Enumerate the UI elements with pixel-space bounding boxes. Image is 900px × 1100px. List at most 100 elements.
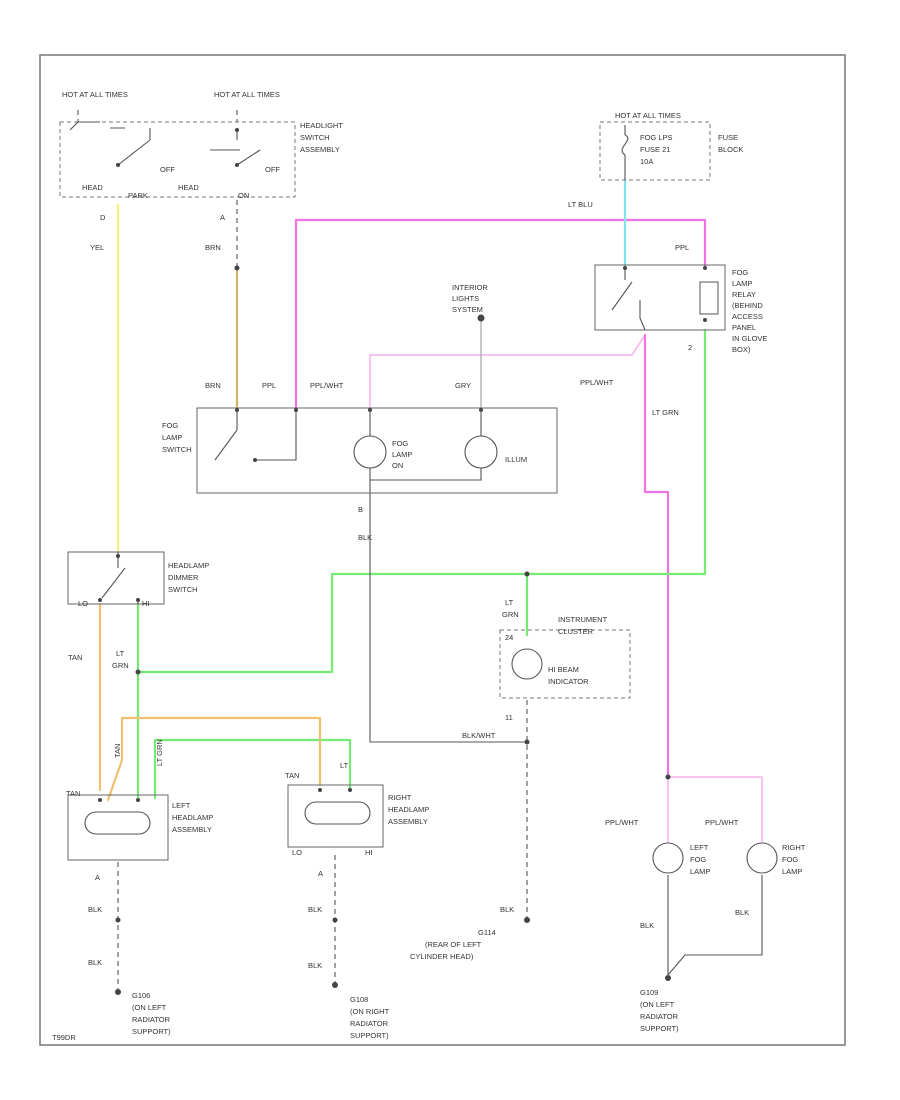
- node-blk-g106: [115, 917, 121, 923]
- fuse-block-line-1: FUSE: [718, 133, 738, 142]
- relay-box: [594, 264, 726, 331]
- tan-vertical: TAN: [113, 744, 122, 758]
- left-hl-node-2: [136, 798, 140, 802]
- right-hl-node-1: [318, 788, 322, 792]
- g109-line-4: SUPPORT): [640, 1024, 679, 1033]
- g106-line-1: G106: [132, 991, 150, 1000]
- fog-on-line-2: LAMP: [392, 450, 412, 459]
- cluster-box: [499, 629, 631, 699]
- fog-sw-line-1: FOG: [162, 421, 178, 430]
- head-label-1: HEAD: [82, 183, 103, 192]
- footer-code: T99DR: [52, 1033, 76, 1042]
- headlight-sw-line-2: SWITCH: [300, 133, 330, 142]
- pin-a-3: A: [318, 869, 323, 878]
- fuse-line-1: FOG LPS: [640, 133, 673, 142]
- headlight-sw-node-1: [116, 163, 120, 167]
- node-g106: [115, 989, 121, 995]
- right-headlamp-bulb: [304, 801, 371, 825]
- wire-label-ppl-wht-1: PPL/WHT: [580, 378, 614, 387]
- node-g108: [332, 982, 338, 988]
- left-fog-line-1: LEFT: [690, 843, 709, 852]
- interior-lights-node: [477, 314, 485, 322]
- wire-ppl-wht-fog: [667, 776, 763, 843]
- g114-line-1: G114: [478, 928, 496, 937]
- dimmer-contacts: [101, 552, 139, 604]
- wire-label-tan-3: TAN: [285, 771, 299, 780]
- fog-switch-box: [196, 407, 558, 494]
- fog-sw-node-5: [253, 458, 257, 462]
- g109-line-3: RADIATOR: [640, 1012, 679, 1021]
- g106-line-4: SUPPORT): [132, 1027, 171, 1036]
- left-headlamp-box: [67, 794, 169, 861]
- wire-label-lt-blu: LT BLU: [568, 200, 593, 209]
- right-hl-line-2: HEADLAMP: [388, 805, 429, 814]
- hi-beam-indicator: [511, 648, 543, 680]
- dimmer-line-1: HEADLAMP: [168, 561, 209, 570]
- fog-sw-node-2: [294, 408, 298, 412]
- interior-line-3: SYSTEM: [452, 305, 483, 314]
- wire-lt-grn-hl: [153, 738, 352, 800]
- fuse-symbol: [621, 125, 629, 180]
- wire-label-ppl-mid: PPL: [262, 381, 276, 390]
- relay-line-1: FOG: [732, 268, 748, 277]
- hot-label-3: HOT AT ALL TIMES: [615, 111, 681, 120]
- lt-grn-2-line-1: LT: [505, 598, 514, 607]
- headlight-switch-assembly: HOT AT ALL TIMES HOT AT ALL TIMES HEADLI…: [59, 90, 343, 271]
- wire-label-ppl-wht-3: PPL/WHT: [605, 818, 639, 827]
- fog-lamp-on-indicator: [353, 435, 387, 469]
- left-headlamp-bulb: [84, 811, 151, 835]
- fog-on-line-1: FOG: [392, 439, 408, 448]
- pin-a-2: A: [95, 873, 100, 882]
- on-label: ON: [238, 191, 249, 200]
- right-hl-node-2: [348, 788, 352, 792]
- headlight-sw-node-2: [235, 163, 239, 167]
- right-hl-hi: HI: [365, 848, 373, 857]
- pin-d: D: [100, 213, 106, 222]
- headlight-sw-line-3: ASSEMBLY: [300, 145, 340, 154]
- wire-label-brn-top: BRN: [205, 243, 221, 252]
- headlight-sw-node-3: [235, 128, 239, 132]
- relay-line-4: (BEHIND: [732, 301, 763, 310]
- left-fog-lamp: [652, 842, 684, 874]
- relay-node-1: [623, 266, 627, 270]
- fuse-line-2: FUSE 21: [640, 145, 670, 154]
- wire-ppl: [294, 218, 707, 410]
- relay-contacts: [611, 268, 646, 331]
- wire-blk-g109: [667, 875, 763, 976]
- hot-label-1: HOT AT ALL TIMES: [62, 90, 128, 99]
- right-fog-line-2: FOG: [782, 855, 798, 864]
- g109-line-2: (ON LEFT: [640, 1000, 675, 1009]
- off-label-1: OFF: [160, 165, 175, 174]
- interior-line-1: INTERIOR: [452, 283, 488, 292]
- g108-line-2: (ON RIGHT: [350, 1007, 390, 1016]
- fog-on-indicator-leads: [369, 410, 482, 492]
- right-hl-line-3: ASSEMBLY: [388, 817, 428, 826]
- relay-line-8: BOX): [732, 345, 751, 354]
- dimmer-node-1: [116, 554, 120, 558]
- wire-label-tan-2: TAN: [66, 789, 80, 798]
- relay-line-7: IN GLOVE: [732, 334, 767, 343]
- wire-hot-feed: [77, 110, 238, 268]
- wire-ppl-wht: [369, 334, 646, 409]
- relay-line-2: LAMP: [732, 279, 752, 288]
- node-brn: [234, 265, 240, 271]
- relay-line-3: RELAY: [732, 290, 756, 299]
- right-fog-line-3: LAMP: [782, 867, 802, 876]
- instrument-cluster: LT GRN 24 INSTRUMENT CLUSTER HI BEAM IND…: [410, 598, 631, 961]
- head-label-2: HEAD: [178, 183, 199, 192]
- wire-label-ppl-wht-2: PPL/WHT: [310, 381, 344, 390]
- headlamp-dimmer-switch: HEADLAMP DIMMER SWITCH LO HI TAN LT GRN: [67, 551, 530, 675]
- dimmer-lo: LO: [78, 599, 88, 608]
- left-fog-line-2: FOG: [690, 855, 706, 864]
- g108-line-4: SUPPORT): [350, 1031, 389, 1040]
- right-headlamp-assembly: TAN LT RIGHT HEADLAMP ASSEMBLY LO HI A B…: [285, 761, 429, 1040]
- illum-label: ILLUM: [505, 455, 527, 464]
- node-blk-wht: [524, 739, 530, 745]
- fuse-block: HOT AT ALL TIMES FOG LPS FUSE 21 10A FUS…: [568, 111, 743, 252]
- hot-label-2: HOT AT ALL TIMES: [214, 90, 280, 99]
- interior-line-2: LIGHTS: [452, 294, 479, 303]
- wire-label-blk-mid: BLK: [358, 533, 372, 542]
- relay-line-6: PANEL: [732, 323, 756, 332]
- fog-lamps: PPL/WHT PPL/WHT LEFT FOG LAMP RIGHT FOG …: [605, 774, 806, 1033]
- fog-sw-line-2: LAMP: [162, 433, 182, 442]
